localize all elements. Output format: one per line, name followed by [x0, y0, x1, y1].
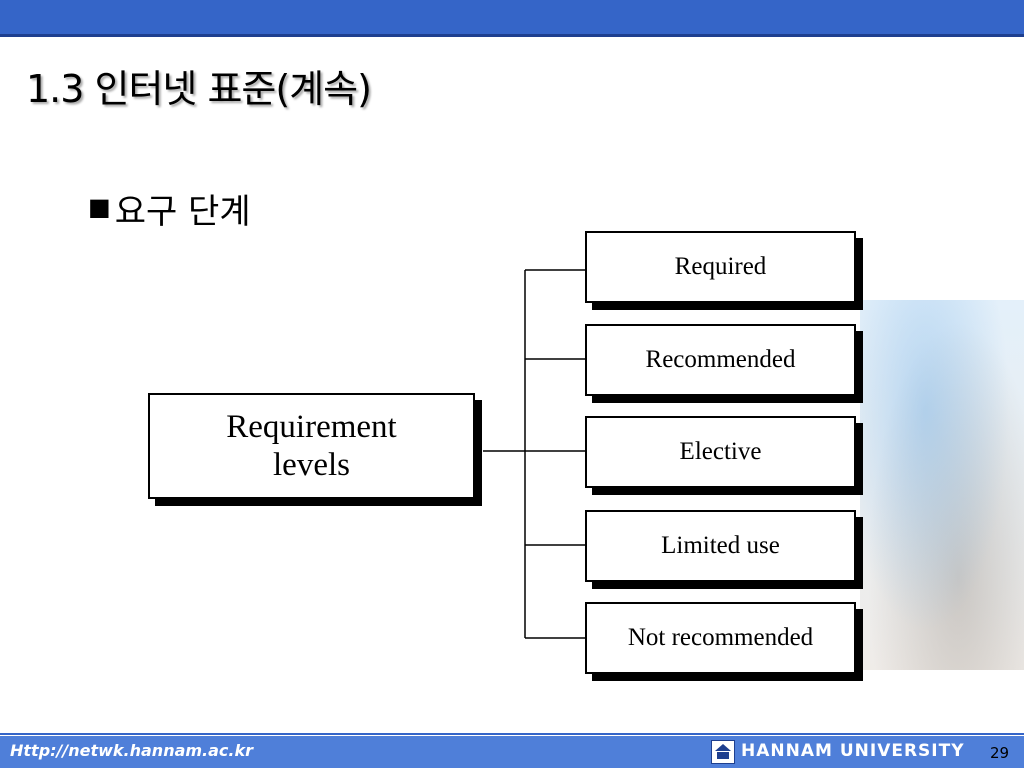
level-box-recommended: Recommended — [585, 324, 856, 396]
level-box-not-recommended: Not recommended — [585, 602, 856, 674]
bullet-text: 요구 단계 — [114, 192, 251, 232]
slide-title: 1.3 인터넷 표준(계속) — [26, 67, 372, 111]
footer-url: Http://netwk.hannam.ac.kr — [10, 741, 254, 760]
background-decoration — [860, 300, 1024, 670]
page-number: 29 — [990, 744, 1010, 762]
root-label-line-2: levels — [273, 447, 350, 483]
footer-bar: Http://netwk.hannam.ac.kr HANNAM UNIVERS… — [0, 736, 1024, 768]
level-box-required: Required — [585, 231, 856, 303]
requirement-levels-box: Requirement levels — [148, 393, 475, 499]
header-bar — [0, 0, 1024, 37]
university-name: HANNAM UNIVERSITY — [741, 741, 965, 761]
bullet-item: ■ 요구 단계 — [88, 184, 251, 233]
footer-divider — [0, 733, 1024, 735]
bullet-square-icon: ■ — [88, 192, 111, 221]
level-box-limited-use: Limited use — [585, 510, 856, 582]
university-logo-icon — [711, 740, 735, 764]
root-label-line-1: Requirement — [226, 409, 397, 445]
level-box-elective: Elective — [585, 416, 856, 488]
